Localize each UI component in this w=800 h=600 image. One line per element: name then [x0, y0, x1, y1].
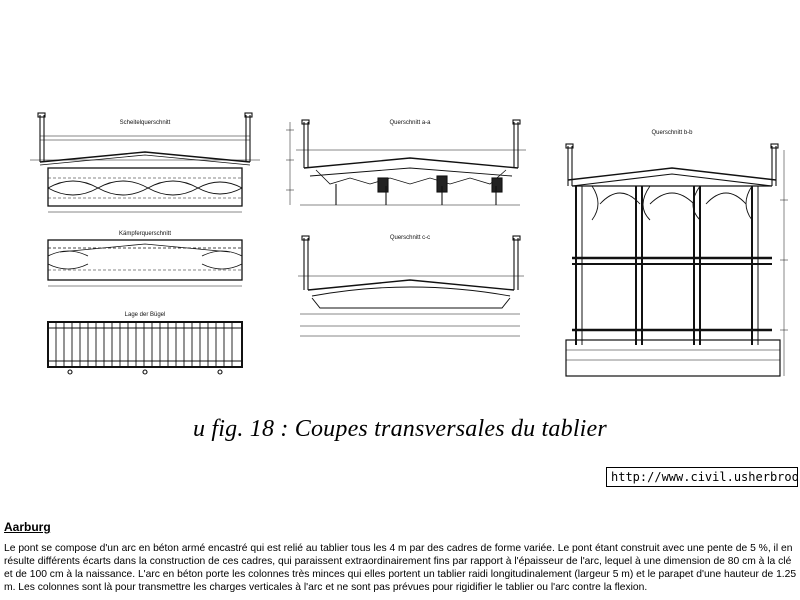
drawing-querschnitt-c-c [298, 235, 524, 337]
label-kaempferquerschnitt: Kämpferquerschnitt [119, 231, 171, 237]
label-scheitelquerschnitt: Scheitelquerschnitt [120, 120, 171, 126]
section-heading: Aarburg [4, 520, 51, 534]
label-querschnitt-a-a: Querschnitt a-a [389, 120, 431, 126]
drawing-scheitelquerschnitt [30, 112, 260, 213]
source-url[interactable]: http://www.civil.usherbrooke.ca [606, 467, 798, 487]
label-querschnitt-c-c: Querschnitt c-c [390, 235, 430, 241]
label-lage-der-buegel: Lage der Bügel [125, 312, 166, 318]
drawing-querschnitt-a-a [286, 119, 526, 206]
figure-caption: u fig. 18 : Coupes transversales du tabl… [193, 416, 607, 442]
section-body: Le pont se compose d'un arc en béton arm… [4, 543, 797, 593]
drawing-lage-der-buegel [47, 321, 243, 375]
cross-section-figure: Scheitelquerschnitt Kämpferquerschnitt L… [30, 112, 788, 377]
drawing-kaempferquerschnitt [47, 239, 243, 287]
label-querschnitt-b-b: Querschnitt b-b [651, 130, 693, 136]
drawing-querschnitt-b-b [565, 143, 788, 377]
